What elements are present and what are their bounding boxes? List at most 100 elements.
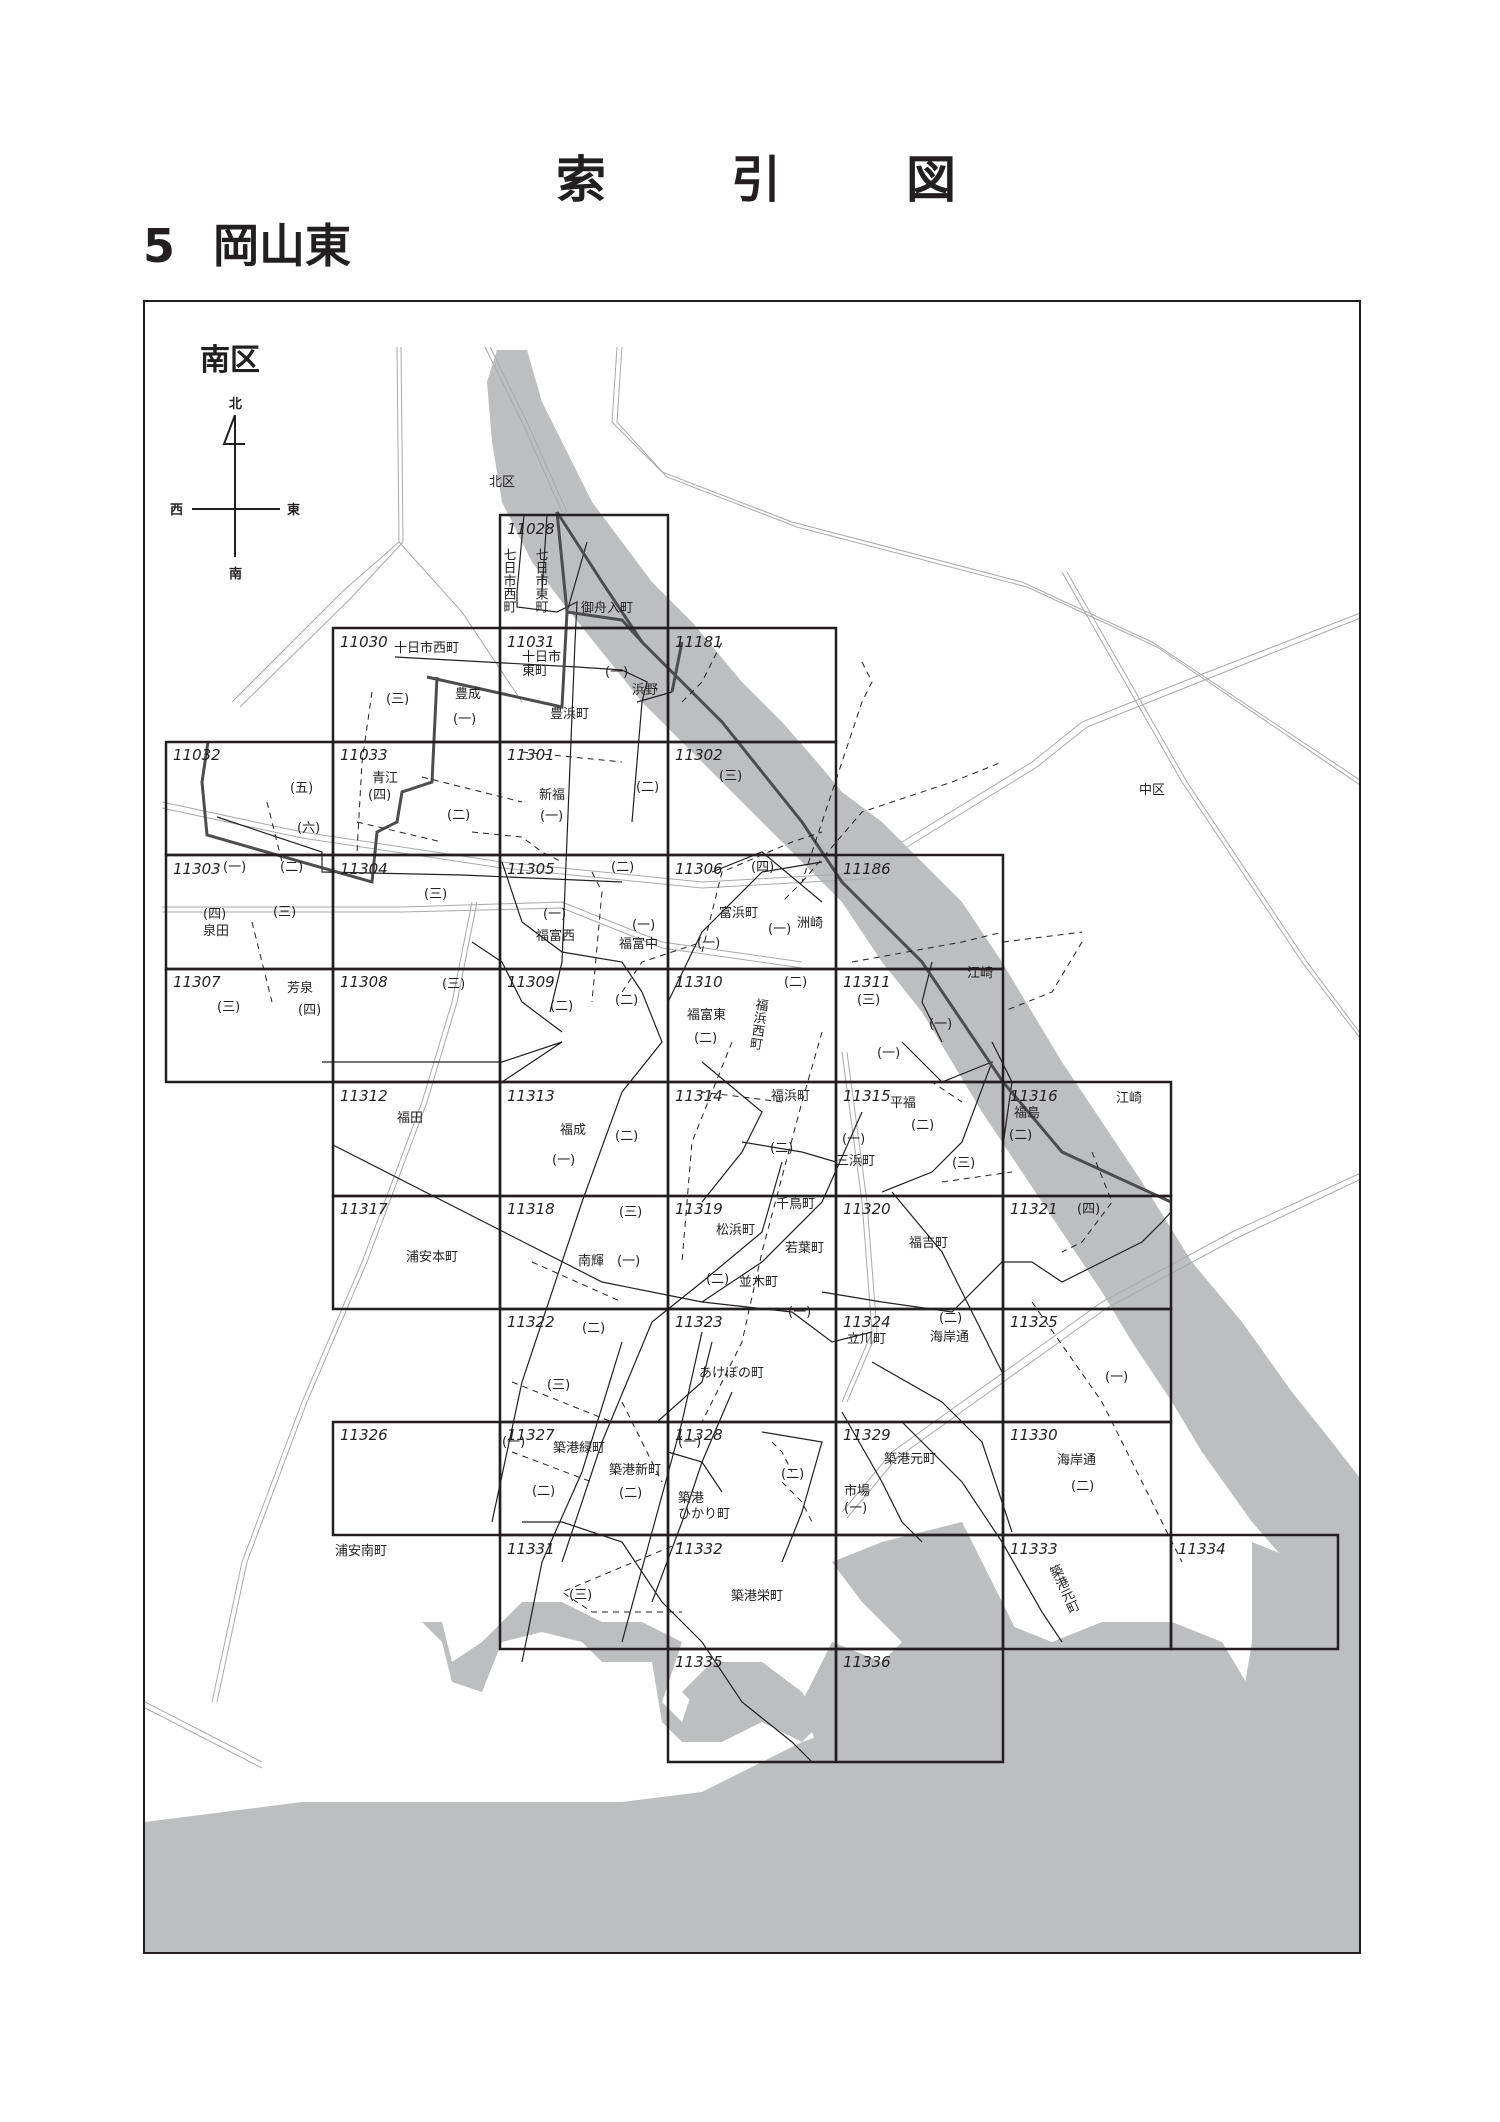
- place-label: (一): [502, 1435, 525, 1450]
- place-label: 芳泉: [287, 980, 313, 996]
- cell-id: 11324: [843, 1313, 891, 1331]
- cell-id: 11181: [675, 633, 723, 651]
- place-label: 平福: [890, 1096, 916, 1111]
- compass-west: 西: [170, 503, 183, 518]
- cell-ids: 11028 11030 11031 11181 11032 11033 1130…: [173, 520, 1226, 1671]
- place-label: (一): [540, 809, 563, 824]
- cell-id: 11031: [507, 633, 555, 651]
- title-char-1: 索: [556, 151, 606, 209]
- cell-id: 11328: [675, 1426, 723, 1444]
- cell-id: 11304: [340, 860, 388, 878]
- region-label-naka: 中区: [1139, 783, 1165, 798]
- place-label: 豊成: [455, 687, 481, 702]
- title-char-2: 引: [731, 151, 781, 209]
- index-map: 11028 11030 11031 11181 11032 11033 1130…: [143, 300, 1361, 1954]
- place-label: (六): [297, 821, 320, 836]
- place-label: (三): [619, 1205, 642, 1220]
- cell-id: 11332: [675, 1540, 723, 1558]
- place-label: (二): [582, 1321, 605, 1336]
- cell-id: 11329: [843, 1426, 891, 1444]
- place-label: (一): [453, 712, 476, 727]
- cell-id: 11305: [507, 860, 555, 878]
- cell-id: 11303: [173, 860, 221, 878]
- place-label: 御舟入町: [581, 601, 633, 616]
- place-label: 新福: [539, 787, 565, 803]
- place-label: 青江: [372, 771, 398, 786]
- place-label: (一): [552, 1153, 575, 1168]
- place-label: あけぼの町: [699, 1366, 764, 1381]
- place-label: 泉田: [203, 923, 229, 939]
- place-label: 富浜町: [719, 905, 758, 921]
- place-label: (二): [1009, 1128, 1032, 1143]
- cell-id: 11319: [675, 1200, 723, 1218]
- place-label: (一): [842, 1132, 865, 1147]
- cell-id: 11336: [843, 1653, 891, 1671]
- grid-cell-11336[interactable]: [834, 1647, 1005, 1764]
- compass-east: 東: [287, 502, 300, 518]
- compass-rose-icon: [192, 414, 280, 557]
- place-label: (四): [368, 788, 391, 803]
- place-label: 並木町: [739, 1275, 778, 1290]
- place-label: (三): [547, 1378, 570, 1393]
- place-label: (一): [768, 922, 791, 937]
- place-label: (三): [857, 993, 880, 1008]
- water: [145, 350, 1359, 1952]
- place-label: (一): [1105, 1370, 1128, 1385]
- place-label: 三浜町: [836, 1154, 875, 1169]
- place-label: (三): [217, 1000, 240, 1015]
- cell-id: 11313: [507, 1087, 555, 1105]
- river: [487, 350, 1359, 1952]
- place-label: (二): [770, 1141, 793, 1156]
- ward-label: 南区: [200, 343, 260, 378]
- cell-id: 11302: [675, 746, 723, 764]
- cell-id: 11320: [843, 1200, 891, 1218]
- place-label: (三): [386, 692, 409, 707]
- cell-id: 11327: [507, 1426, 555, 1444]
- place-label: 南輝: [578, 1253, 604, 1269]
- place-label: (二): [615, 993, 638, 1008]
- compass-south: 南: [229, 566, 242, 582]
- region-label-kita: 北区: [489, 475, 515, 490]
- cell-id: 11323: [675, 1313, 723, 1331]
- place-label: (二): [706, 1272, 729, 1287]
- place-label: (二): [532, 1484, 555, 1499]
- place-label: (一): [605, 665, 628, 680]
- place-label: 七日市東町: [533, 548, 549, 613]
- place-label: (二): [636, 780, 659, 795]
- place-label: (一): [697, 936, 720, 951]
- cell-id: 11030: [340, 633, 388, 651]
- district-boundaries: [216, 514, 1172, 1763]
- place-label: (一): [877, 1046, 900, 1061]
- place-label: 江崎: [1116, 1091, 1142, 1106]
- compass-north: 北: [229, 397, 242, 412]
- cell-id: 11306: [675, 860, 723, 878]
- cell-id: 11032: [173, 746, 221, 764]
- place-label: 千鳥町: [776, 1197, 815, 1212]
- cell-id: 11325: [1010, 1313, 1058, 1331]
- place-label: (一): [844, 1501, 867, 1516]
- place-label: 浦安南町: [335, 1543, 387, 1559]
- place-label: (二): [1071, 1479, 1094, 1494]
- place-label: (二): [615, 1129, 638, 1144]
- section-number: 5: [143, 219, 176, 273]
- place-label: (二): [550, 999, 573, 1014]
- cell-id: 11334: [1178, 1540, 1226, 1558]
- cell-id: 11310: [675, 973, 723, 991]
- grid-cell-11334[interactable]: [1169, 1533, 1340, 1651]
- place-label: (二): [280, 860, 303, 875]
- place-label: (二): [619, 1486, 642, 1501]
- place-label: 東町: [522, 663, 548, 679]
- place-label: (二): [781, 1467, 804, 1482]
- east-water: [1242, 1542, 1359, 1952]
- cell-id: 11330: [1010, 1426, 1058, 1444]
- place-label: 築港緑町: [553, 1441, 605, 1456]
- page-title: 索 引 図: [556, 140, 956, 212]
- place-label: 福田: [397, 1111, 423, 1126]
- ward-boundaries: [200, 511, 1172, 1204]
- place-label: (一): [617, 1254, 640, 1269]
- place-label: (二): [611, 860, 634, 875]
- place-label: 福富中: [619, 936, 658, 952]
- title-char-3: 図: [906, 151, 956, 209]
- sub-boundaries: [251, 641, 1183, 1613]
